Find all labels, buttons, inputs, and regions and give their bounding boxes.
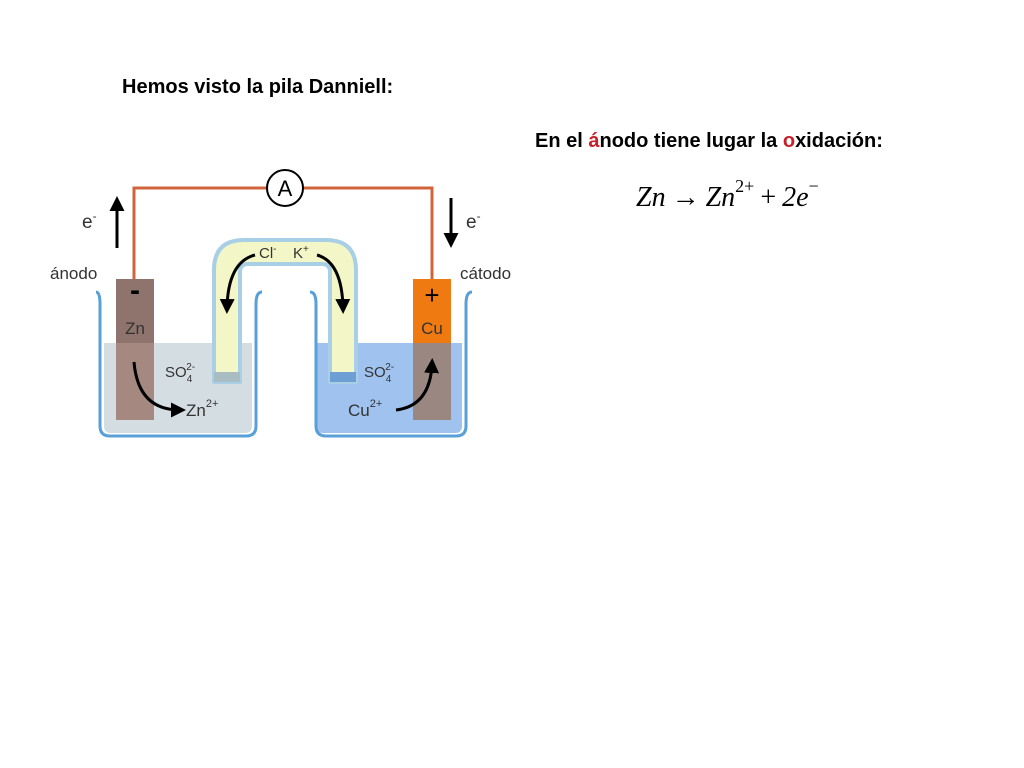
salt-bridge-cation: K+: [293, 244, 309, 262]
cathode-sign: +: [424, 280, 439, 310]
electron-label-right: e-: [466, 209, 481, 233]
equation-reactant: Zn: [636, 182, 666, 213]
cathode-label: cátodo: [460, 264, 511, 283]
subtitle-highlight-a: á: [588, 130, 600, 152]
equation-product-charge: 2+: [735, 175, 755, 196]
anode-oxidation-heading: En el ánodo tiene lugar la oxidación:: [535, 130, 883, 153]
equation-arrow: →: [671, 182, 700, 213]
equation-electron-charge: −: [808, 175, 819, 196]
external-wire: [132, 186, 434, 280]
sulfate-left: SO42-: [165, 362, 195, 385]
page-title: Hemos visto la pila Danniell:: [122, 76, 394, 98]
copper-electrode-top: [413, 279, 451, 343]
sulfate-right: SO42-: [364, 362, 394, 385]
zinc-ion: Zn2+: [186, 398, 218, 420]
copper-ion: Cu2+: [348, 398, 382, 420]
oxidation-equation: Zn→Zn2++2e−: [636, 177, 819, 214]
right-beaker: [309, 290, 473, 438]
equation-electrons: 2e: [782, 182, 809, 213]
salt-bridge-label-bg: [255, 242, 317, 262]
subtitle-part-1: En el: [535, 130, 589, 152]
zinc-metal-label: Zn: [125, 319, 145, 338]
salt-bridge-plug-right: [330, 372, 356, 382]
salt-bridge-plug-left: [214, 372, 240, 382]
equation-product: Zn: [705, 182, 736, 213]
subtitle-highlight-o: o: [782, 130, 796, 152]
subtitle-part-2: nodo tiene lugar la: [599, 130, 783, 152]
anode-sign: -: [130, 274, 140, 307]
copper-ion-arrow: [395, 358, 440, 412]
electron-label-left: e-: [82, 209, 97, 233]
left-beaker: [95, 290, 263, 438]
equation-plus: +: [760, 182, 777, 213]
salt-bridge-anion: Cl-: [259, 244, 277, 262]
copper-metal-label: Cu: [421, 319, 443, 338]
ammeter-circle: [266, 169, 304, 207]
cation-flow-arrow: [316, 253, 351, 314]
zinc-ion-arrow: [132, 361, 186, 418]
anion-flow-arrow: [219, 253, 256, 314]
ammeter-label: A: [278, 176, 293, 201]
zinc-electrode-top: [116, 279, 154, 343]
anode-label: ánodo: [50, 264, 97, 283]
subtitle-part-3: xidación:: [795, 130, 883, 152]
